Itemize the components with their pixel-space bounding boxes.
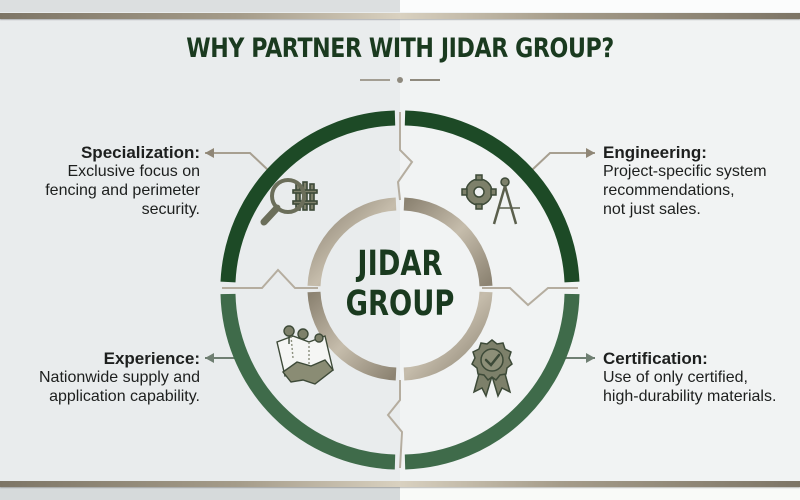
gear-compass-icon (461, 174, 520, 225)
inner-ring (307, 197, 493, 381)
background-right (400, 0, 800, 500)
outer-ring-top-left (220, 110, 396, 283)
feature-specialization: Specialization: Exclusive focus on fenci… (0, 143, 200, 219)
bottom-strip (0, 487, 800, 500)
background-left (0, 0, 400, 500)
feature-heading: Engineering: (603, 143, 707, 162)
outer-ring-bottom-right (404, 293, 580, 470)
puzzle-joints (222, 112, 578, 469)
feature-experience: Experience: Nationwide supply and applic… (0, 349, 200, 406)
magnifier-fence-icon (260, 178, 318, 226)
outer-ring-top-right (404, 110, 580, 283)
bottom-rail (0, 481, 800, 487)
center-label: JIDAR GROUP (345, 244, 455, 324)
feature-certification: Certification: Use of only certified, hi… (603, 349, 800, 406)
certified-badge-icon (471, 339, 513, 399)
connector-lines (205, 148, 595, 363)
page-title: WHY PARTNER WITH JIDAR GROUP? (186, 33, 614, 64)
feature-heading: Specialization: (80, 143, 200, 162)
map-handshake-icon (276, 325, 334, 385)
outer-ring-bottom-left (220, 293, 396, 470)
feature-heading: Experience: (103, 349, 200, 368)
outer-ring (220, 110, 580, 470)
feature-engineering: Engineering: Project-specific system rec… (603, 143, 800, 219)
top-rail (0, 13, 800, 19)
feature-heading: Certification: (603, 349, 708, 368)
top-strip (0, 0, 800, 12)
title-divider (360, 77, 440, 83)
